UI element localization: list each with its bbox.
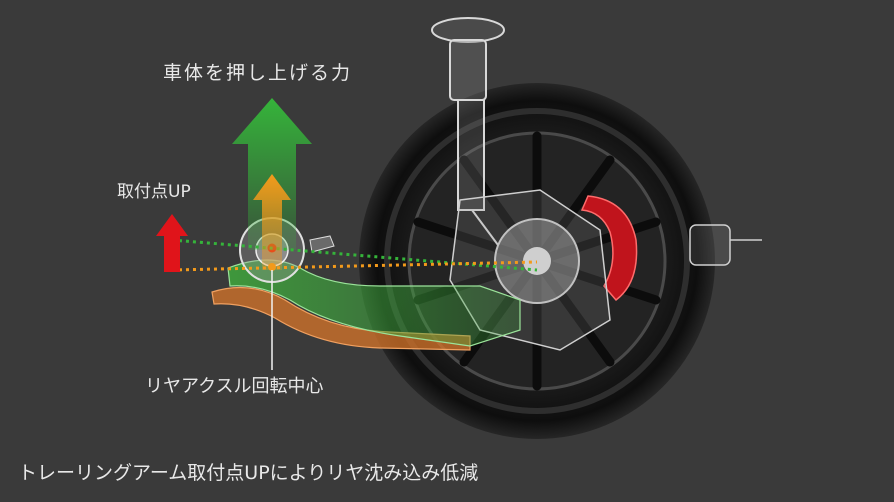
- old-axis-line: [171, 260, 538, 272]
- red-up-arrow: [156, 214, 188, 272]
- force-up-label: 車体を押し上げる力: [163, 62, 353, 84]
- axle-rotation-center-label: リヤアクスル回転中心: [145, 376, 324, 397]
- new-axis-line: [171, 238, 538, 272]
- trailing-arm-new: [227, 259, 521, 347]
- mount-point-up-label: 取付点UP: [117, 182, 191, 202]
- caption: トレーリングアーム取付点UPによりリヤ沈み込み低減: [18, 462, 479, 484]
- shock-absorber: [431, 17, 505, 246]
- brake-caliper: [580, 195, 638, 302]
- mount-up-arrow: [253, 174, 291, 270]
